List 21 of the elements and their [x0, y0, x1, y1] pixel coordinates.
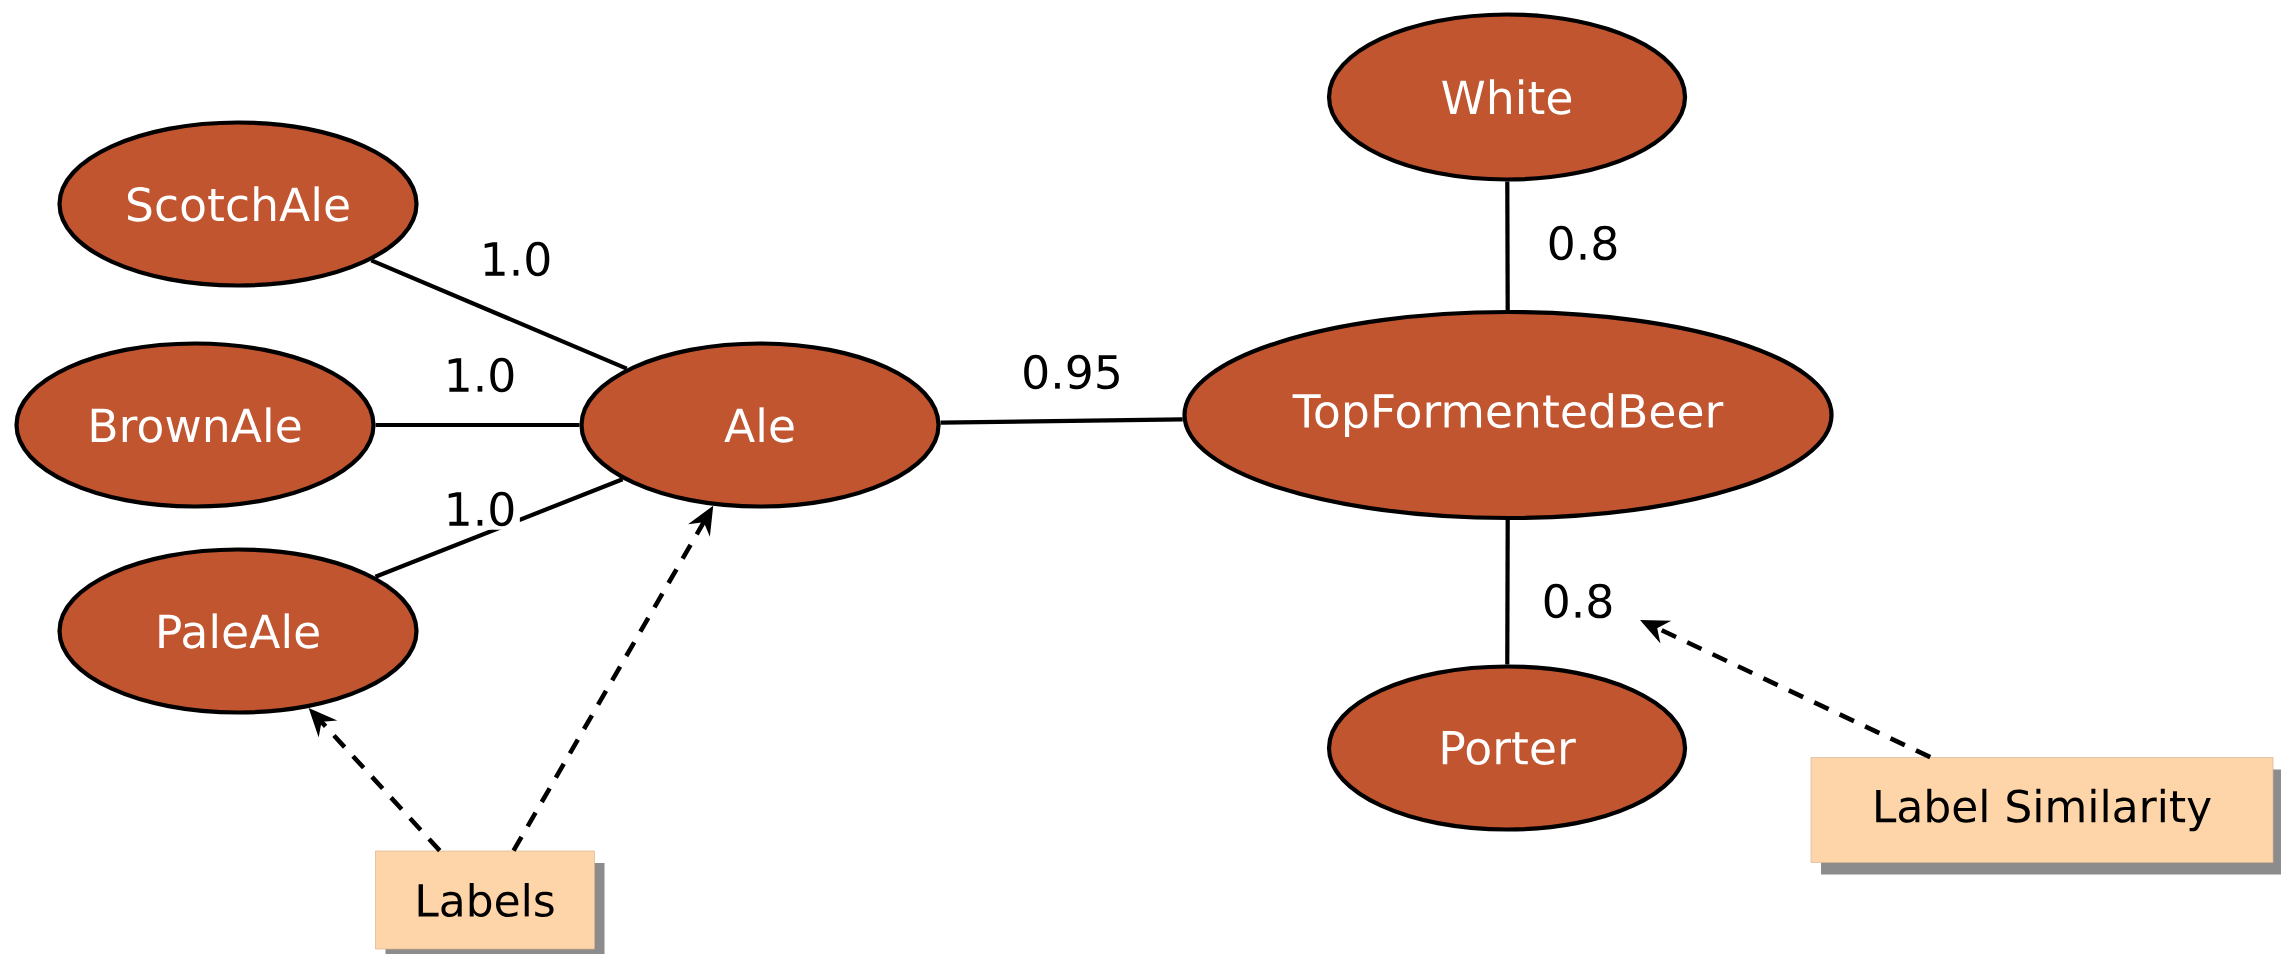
connector-line — [1505, 520, 1510, 665]
ellipse-node: ScotchAle — [57, 120, 419, 288]
note-box: Labels — [375, 850, 605, 954]
edge-label: 0.8 — [1538, 580, 1618, 622]
connector-line — [375, 422, 580, 428]
ellipse-node: White — [1326, 12, 1688, 182]
ellipse-node: BrownAle — [14, 341, 376, 509]
edge-label: 1.0 — [476, 238, 556, 280]
edge-label: 0.95 — [1017, 351, 1127, 393]
connector-line — [1505, 181, 1510, 310]
connector-line — [374, 477, 624, 579]
connector-line — [370, 258, 628, 371]
ellipse-node: Porter — [1326, 664, 1688, 832]
ellipse-node: PaleAle — [57, 547, 419, 715]
ellipse-node: Ale — [579, 341, 941, 509]
ellipse-node: TopFormentedBeer — [1182, 309, 1834, 521]
edge-label: 0.8 — [1543, 222, 1623, 264]
edge-label: 1.0 — [440, 354, 520, 396]
note-box: Label Similarity — [1810, 757, 2281, 875]
edge-label: 1.0 — [440, 488, 520, 530]
connector-line — [940, 417, 1183, 425]
